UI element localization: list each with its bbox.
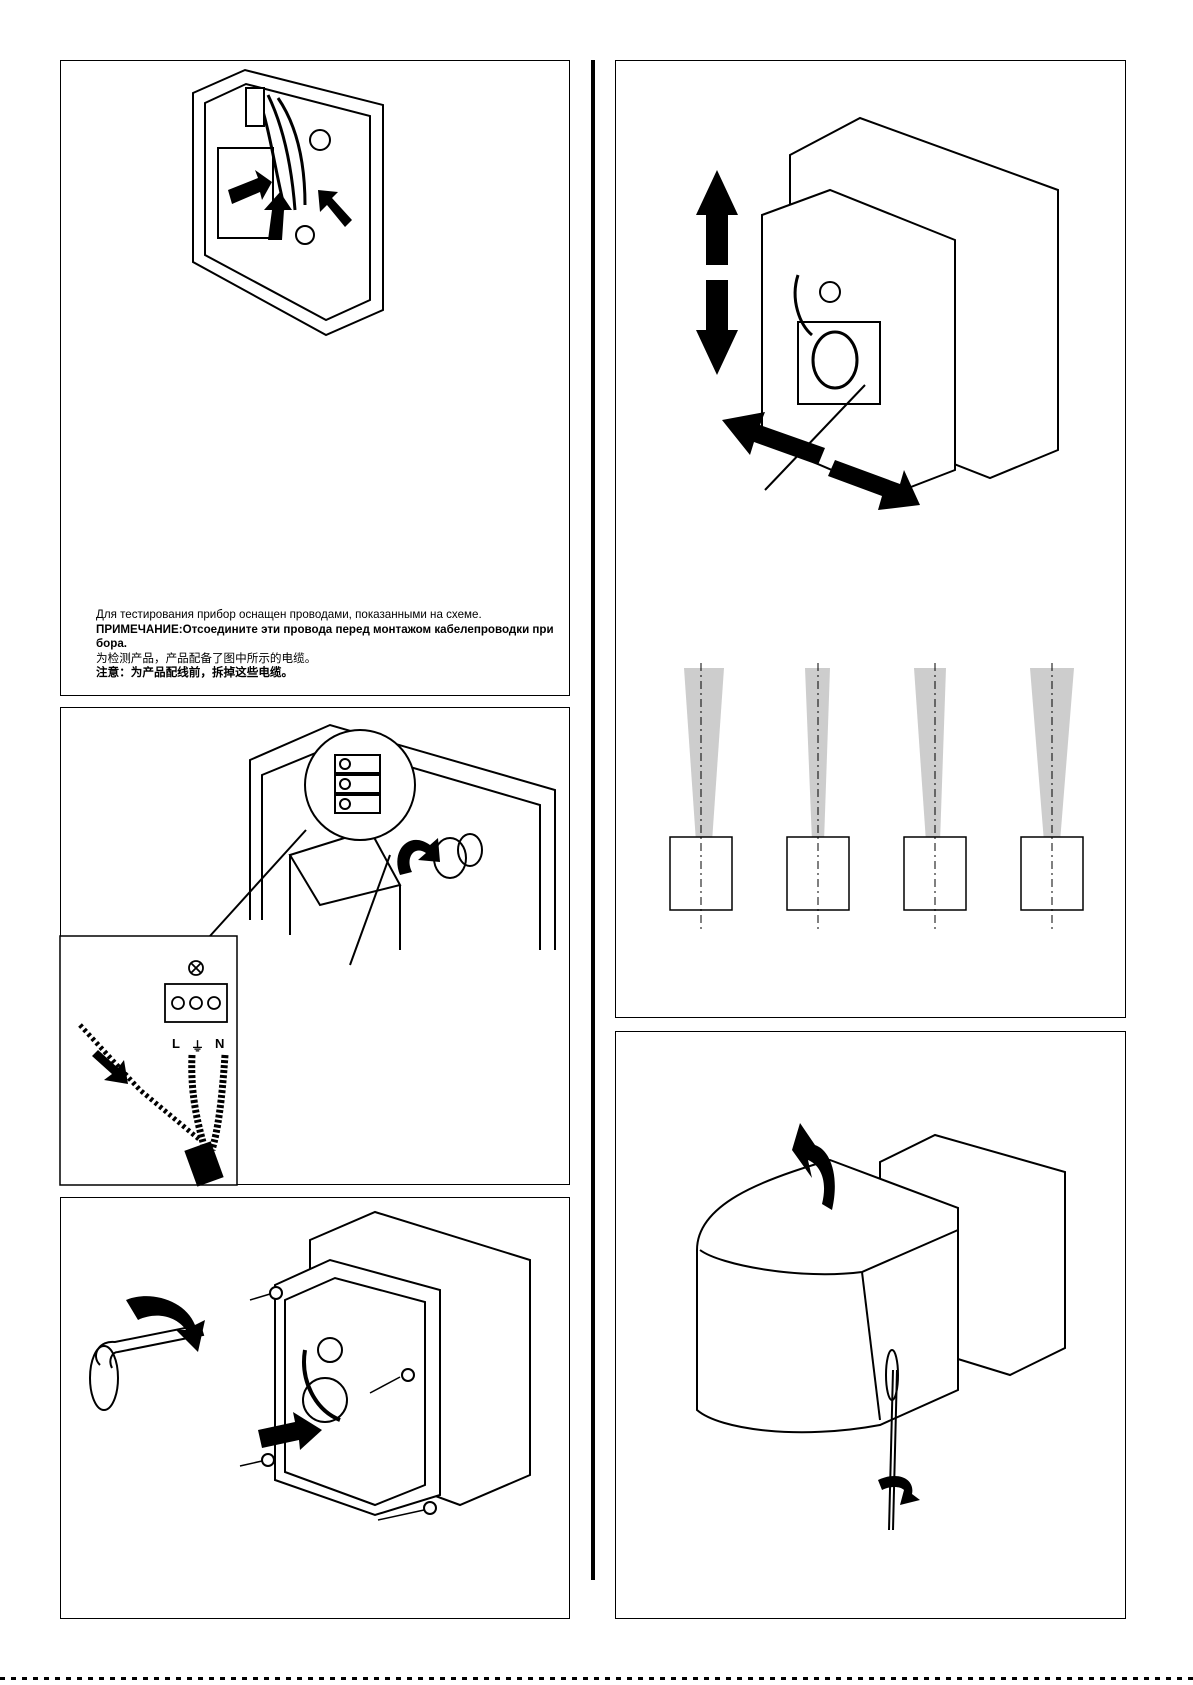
- page-bottom-dashes: [0, 1677, 1193, 1680]
